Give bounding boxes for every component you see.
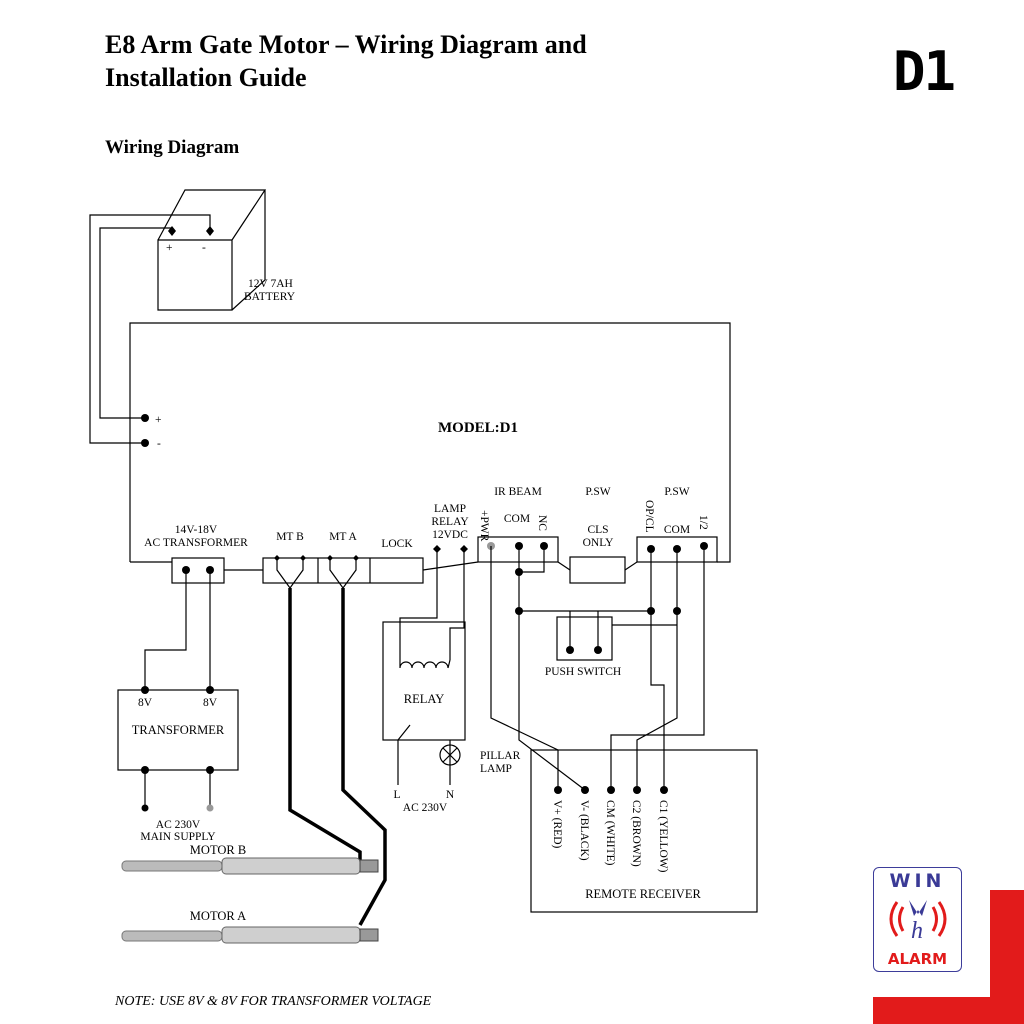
svg-text:h: h bbox=[911, 918, 923, 944]
pillar-lamp-label-2: LAMP bbox=[480, 763, 512, 775]
model-label: MODEL:D1 bbox=[438, 420, 518, 436]
motor-b bbox=[121, 857, 379, 875]
battery: + - 12V 7AH BATTERY bbox=[157, 189, 296, 311]
only-label: ONLY bbox=[583, 537, 614, 549]
motor-a-label: MOTOR A bbox=[190, 909, 246, 923]
logo-top-text: WIN bbox=[889, 870, 946, 892]
ir-pwr-label: +PWR bbox=[478, 510, 490, 542]
footer-note: NOTE: USE 8V & 8V FOR TRANSFORMER VOLTAG… bbox=[115, 994, 432, 1009]
lock-label: LOCK bbox=[381, 538, 413, 550]
transformer-8v-2: 8V bbox=[203, 697, 218, 709]
battery-label-2: BATTERY bbox=[244, 291, 296, 303]
transformer-8v-1: 8V bbox=[138, 697, 153, 709]
receiver-pin-label: CM (WHITE) bbox=[604, 800, 616, 866]
receiver-pin-label: C2 (BROWN) bbox=[630, 800, 642, 867]
mt-a-label: MT A bbox=[329, 531, 357, 543]
brand-corner bbox=[873, 890, 1024, 1024]
psw-half-label: 1/2 bbox=[697, 515, 709, 530]
receiver-pin-label: C1 (YELLOW) bbox=[657, 800, 669, 873]
win-alarm-logo: WIN h ALARM bbox=[873, 867, 962, 972]
neutral-label: N bbox=[446, 789, 455, 801]
model-badge: D1 bbox=[893, 40, 956, 103]
psw-title: P.SW bbox=[664, 486, 689, 498]
board-minus-label: - bbox=[157, 438, 161, 450]
psw-opcl-label: OP/CL bbox=[643, 500, 655, 533]
receiver-pin-label: V+ (RED) bbox=[551, 800, 563, 848]
mt-b-label: MT B bbox=[276, 531, 304, 543]
push-switch-label: PUSH SWITCH bbox=[545, 666, 621, 678]
lamp-relay-label-2: RELAY bbox=[431, 516, 469, 528]
main-supply-label-2: MAIN SUPPLY bbox=[140, 831, 216, 843]
psw-com-label: COM bbox=[664, 524, 690, 536]
relay-ac-label: AC 230V bbox=[403, 802, 448, 814]
control-board bbox=[129, 322, 731, 571]
battery-label: 12V 7AH bbox=[248, 278, 293, 290]
lamp-relay-label: LAMP bbox=[434, 503, 466, 515]
battery-minus-label: - bbox=[202, 242, 206, 254]
battery-plus-label: + bbox=[166, 242, 173, 254]
board-plus-label: + bbox=[155, 414, 162, 426]
ir-nc-label: NC bbox=[536, 515, 548, 531]
transformer-label: TRANSFORMER bbox=[132, 723, 225, 737]
relay bbox=[382, 621, 466, 741]
relay-label: RELAY bbox=[404, 692, 445, 706]
cls-label: CLS bbox=[587, 524, 608, 536]
receiver-pin-label: V- (BLACK) bbox=[578, 800, 590, 861]
psw-cls-title: P.SW bbox=[585, 486, 610, 498]
title-line-2: Installation Guide bbox=[105, 63, 307, 92]
live-label: L bbox=[393, 789, 400, 801]
remote-receiver bbox=[530, 749, 758, 913]
pillar-lamp-label: PILLAR bbox=[480, 750, 521, 762]
motor-a bbox=[121, 926, 379, 944]
main-supply-label: AC 230V bbox=[156, 819, 201, 831]
motor-b-label: MOTOR B bbox=[190, 843, 246, 857]
transformer-conn-label-2: AC TRANSFORMER bbox=[144, 537, 248, 549]
signal-icon: h bbox=[889, 900, 947, 944]
section-title: Wiring Diagram bbox=[105, 137, 240, 158]
ir-beam-label: IR BEAM bbox=[494, 486, 542, 498]
page-title: E8 Arm Gate Motor – Wiring Diagram and I… bbox=[105, 28, 587, 94]
remote-receiver-label: REMOTE RECEIVER bbox=[585, 887, 701, 901]
transformer-conn-label: 14V-18V bbox=[175, 524, 218, 536]
title-line-1: E8 Arm Gate Motor – Wiring Diagram and bbox=[105, 30, 587, 59]
lamp-relay-label-3: 12VDC bbox=[432, 529, 468, 541]
ir-com-label: COM bbox=[504, 513, 530, 525]
transformer bbox=[117, 689, 239, 771]
logo-bottom-text: ALARM bbox=[887, 950, 948, 968]
